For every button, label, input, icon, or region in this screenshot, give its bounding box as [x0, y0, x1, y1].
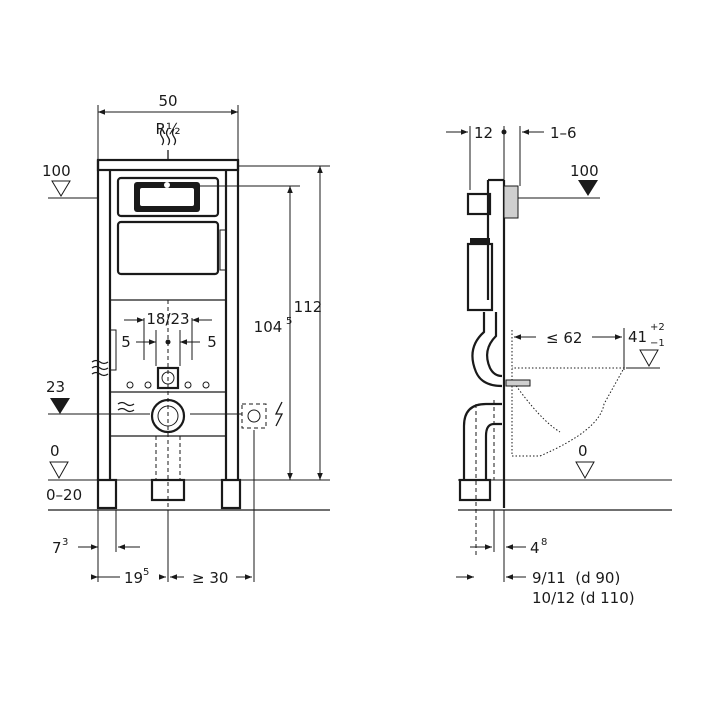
- wc-seat-bracket: [505, 379, 531, 387]
- side-level-100-marker: [578, 180, 598, 196]
- flush-water-icon: [91, 359, 109, 377]
- flush-plate-button: [140, 188, 194, 206]
- offset-right-label: 5: [207, 333, 217, 351]
- supply-connection: [156, 366, 180, 390]
- power-box: [241, 403, 267, 429]
- side-level-100-label: 100: [570, 162, 599, 180]
- thread-label: R½: [156, 120, 181, 138]
- side-foot-label: 4: [530, 539, 540, 557]
- depth-frame-label: 12: [474, 124, 493, 142]
- pipe-spacing-label: 18/23: [146, 310, 189, 328]
- side-view: 12 1–6 100 ≤ 62 41 +2 −1 0 4 8 9/11 (d 9…: [446, 124, 672, 607]
- side-cistern-top: [466, 192, 492, 216]
- flush-plate-mark: [164, 182, 170, 188]
- drain-water-icon: [117, 401, 135, 413]
- level-100-marker: [51, 180, 71, 197]
- side-bracket-right: [219, 229, 227, 271]
- front-view: 100 23 0 0–20 50 R½ 112 104 5 18/23: [42, 92, 330, 587]
- cistern-body: [116, 220, 220, 276]
- side-connector: [470, 238, 490, 244]
- frame-right-foot: [220, 478, 242, 510]
- mounting-bolts: [126, 381, 210, 389]
- drain-dim-sup: 5: [143, 567, 149, 578]
- wc-bowl: [511, 330, 625, 457]
- height-104-sup: 5: [286, 316, 292, 327]
- depth-wall-label: 1–6: [550, 124, 577, 142]
- level-0-marker: [49, 461, 69, 480]
- frame-left-foot: [96, 478, 118, 510]
- drain-bend-outer: [462, 402, 502, 480]
- center-point: [165, 339, 171, 345]
- side-drain-end: [458, 478, 492, 502]
- wc-bowl-inner: [511, 379, 561, 433]
- side-bracket-left: [109, 329, 117, 371]
- flush-pipe: [471, 312, 503, 388]
- side-flush-plate: [503, 185, 519, 219]
- floor-range-label: 0–20: [46, 486, 82, 504]
- power-dim-label: ≥ 30: [192, 569, 228, 587]
- drain-outlet: [150, 398, 186, 434]
- side-level-0-label: 0: [578, 442, 588, 460]
- level-0-label: 0: [50, 442, 60, 460]
- side-level-0-marker: [575, 461, 595, 480]
- side-foot-sup: 8: [541, 537, 547, 548]
- flush-pipe-inner: [485, 312, 503, 378]
- height-104-label: 104: [254, 318, 283, 336]
- width-label: 50: [158, 92, 177, 110]
- offset-left-label: 5: [121, 333, 131, 351]
- electric-icon: [274, 401, 284, 427]
- frame-top-rail: [96, 158, 240, 172]
- depth-center: [501, 129, 507, 135]
- bowl-height-plus: +2: [650, 322, 665, 333]
- level-100-label: 100: [42, 162, 71, 180]
- side-drain-110-label: 10/12 (d 110): [532, 589, 635, 607]
- foot-dim-label: 7: [52, 539, 62, 557]
- side-drain-90-label: 9/11 (d 90): [532, 569, 620, 587]
- drain-dim-label: 19: [124, 569, 143, 587]
- level-23-marker: [50, 398, 70, 414]
- bowl-height-marker: [639, 349, 659, 368]
- bowl-length-label: ≤ 62: [546, 329, 582, 347]
- water-supply-icon: [159, 128, 177, 146]
- height-112-label: 112: [294, 298, 323, 316]
- foot-dim-sup: 3: [62, 537, 68, 548]
- flush-plate-opening: [116, 176, 220, 218]
- bowl-height-label: 41: [628, 328, 647, 346]
- bowl-height-minus: −1: [650, 338, 665, 349]
- level-23-label: 23: [46, 378, 65, 396]
- drain-pipe-end: [150, 478, 186, 502]
